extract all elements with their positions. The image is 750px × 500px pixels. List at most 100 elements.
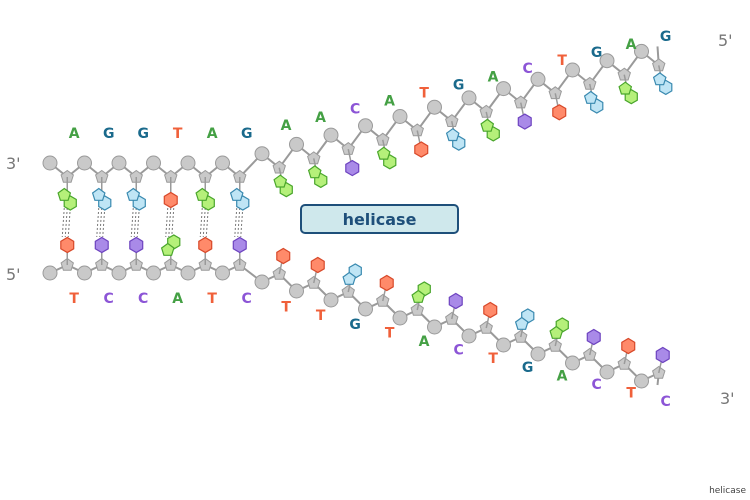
bottom-strand-letter-C: C: [453, 343, 463, 359]
top-strand-sugar: [445, 114, 459, 127]
top-strand-letter-G: G: [241, 126, 253, 142]
helicase-box: [300, 204, 459, 234]
hydrogen-bond: [61, 207, 65, 238]
hydrogen-bond: [199, 207, 203, 238]
bottom-strand-letter-T: T: [316, 308, 326, 324]
hydrogen-bond: [136, 207, 140, 238]
top-strand-letter-A: A: [488, 69, 499, 85]
bottom-strand-letter-A: A: [557, 368, 568, 384]
top-strand-letter-G: G: [660, 29, 672, 45]
bottom-strand-letter-C: C: [138, 291, 148, 307]
top-strand: [42, 43, 673, 211]
bottom-strand-base-T: [198, 236, 213, 254]
top-strand-base-A: [618, 81, 638, 105]
hydrogen-bond: [171, 207, 175, 238]
hydrogen-bond: [133, 207, 137, 238]
helicase-label: helicase: [343, 210, 417, 229]
top-strand-sugar: [548, 86, 562, 100]
top-strand-sugar: [583, 76, 597, 90]
hydrogen-bond: [99, 207, 103, 238]
bottom-strand-phosphate: [289, 283, 304, 299]
top-strand-letter-A: A: [281, 118, 292, 134]
top-strand-base-A: [57, 187, 77, 211]
top-strand-phosphate: [461, 90, 477, 106]
top-strand-phosphate: [146, 155, 161, 171]
bottom-strand-base-A: [549, 317, 569, 339]
top-strand-letter-A: A: [384, 94, 395, 110]
top-strand-letter-C: C: [522, 61, 532, 77]
top-strand-letter-G: G: [591, 45, 603, 61]
bottom-strand-letter-A: A: [419, 334, 430, 350]
top-left-end-label: 3': [6, 154, 21, 173]
hydrogen-bond: [64, 207, 68, 238]
top-strand-letter-T: T: [557, 53, 567, 69]
bottom-strand-base-C: [448, 292, 463, 310]
top-strand-sugar: [341, 141, 355, 155]
top-strand-phosphate: [530, 71, 546, 87]
top-strand-letter-A: A: [626, 37, 637, 53]
bottom-strand-phosphate: [146, 265, 161, 281]
top-strand-phosphate: [180, 155, 196, 171]
top-strand-sugar: [410, 123, 424, 137]
base-pair-bonds: [61, 207, 244, 238]
bottom-strand-base-C: [94, 236, 109, 254]
bottom-strand-phosphate: [599, 364, 615, 380]
top-strand-base-G: [91, 187, 112, 211]
bottom-strand-phosphate: [254, 274, 270, 290]
bottom-strand-letter-T: T: [385, 325, 395, 341]
top-strand-base-T: [163, 191, 178, 209]
top-strand-base-A: [195, 187, 215, 211]
top-strand-phosphate: [323, 127, 339, 143]
top-strand-letter-T: T: [173, 126, 183, 142]
bottom-strand-phosphate: [323, 292, 339, 308]
bottom-strand-letter-G: G: [349, 317, 361, 333]
top-strand-base-C: [517, 113, 532, 130]
bottom-strand-base-T: [483, 301, 498, 319]
bottom-strand: [42, 234, 670, 389]
hydrogen-bond: [165, 207, 169, 238]
top-strand-base-T: [552, 104, 567, 121]
bottom-strand-base-C: [232, 236, 247, 254]
top-strand-base-G: [229, 187, 250, 211]
bottom-strand-letter-C: C: [660, 394, 670, 410]
top-strand-letter-T: T: [419, 86, 429, 102]
top-strand-letter-A: A: [315, 110, 326, 126]
top-strand-sugar: [479, 104, 493, 118]
bottom-strand-letter-C: C: [591, 377, 601, 393]
top-strand-phosphate: [254, 146, 270, 162]
top-strand-base-A: [376, 146, 397, 170]
hydrogen-bond: [96, 207, 100, 238]
bottom-strand-base-A: [411, 281, 431, 303]
top-strand-sugar: [376, 132, 390, 146]
top-strand-phosphate: [358, 118, 373, 134]
top-strand-phosphate: [496, 81, 511, 97]
top-strand-base-A: [307, 165, 328, 189]
bottom-strand-letter-T: T: [69, 291, 79, 307]
bottom-left-end-label: 5': [6, 265, 21, 284]
top-strand-base-C: [345, 159, 360, 177]
bottom-strand-letter-C: C: [104, 291, 114, 307]
bottom-strand-base-A: [160, 234, 181, 256]
top-strand-phosphate: [289, 136, 304, 152]
top-strand-sugar: [307, 151, 321, 165]
bottom-strand-base-G: [342, 263, 362, 285]
top-strand-base-T: [414, 141, 429, 158]
top-strand-phosphate: [599, 53, 615, 69]
bottom-strand-phosphate: [565, 355, 580, 371]
top-strand-letter-G: G: [137, 126, 149, 142]
bottom-strand-base-C: [655, 346, 670, 364]
top-strand-sugar: [652, 58, 666, 72]
top-strand-letter-C: C: [350, 102, 360, 118]
top-strand-phosphate: [634, 43, 649, 59]
top-strand-base-G: [126, 187, 146, 211]
bottom-strand-phosphate: [392, 310, 408, 326]
hydrogen-bond: [130, 207, 134, 238]
bottom-strand-phosphate: [530, 346, 546, 362]
bottom-strand-base-C: [129, 236, 144, 254]
bottom-strand-phosphate: [111, 265, 127, 281]
bottom-strand-base-G: [514, 308, 535, 330]
hydrogen-bond: [67, 207, 71, 238]
bottom-strand-letter-G: G: [522, 360, 534, 376]
